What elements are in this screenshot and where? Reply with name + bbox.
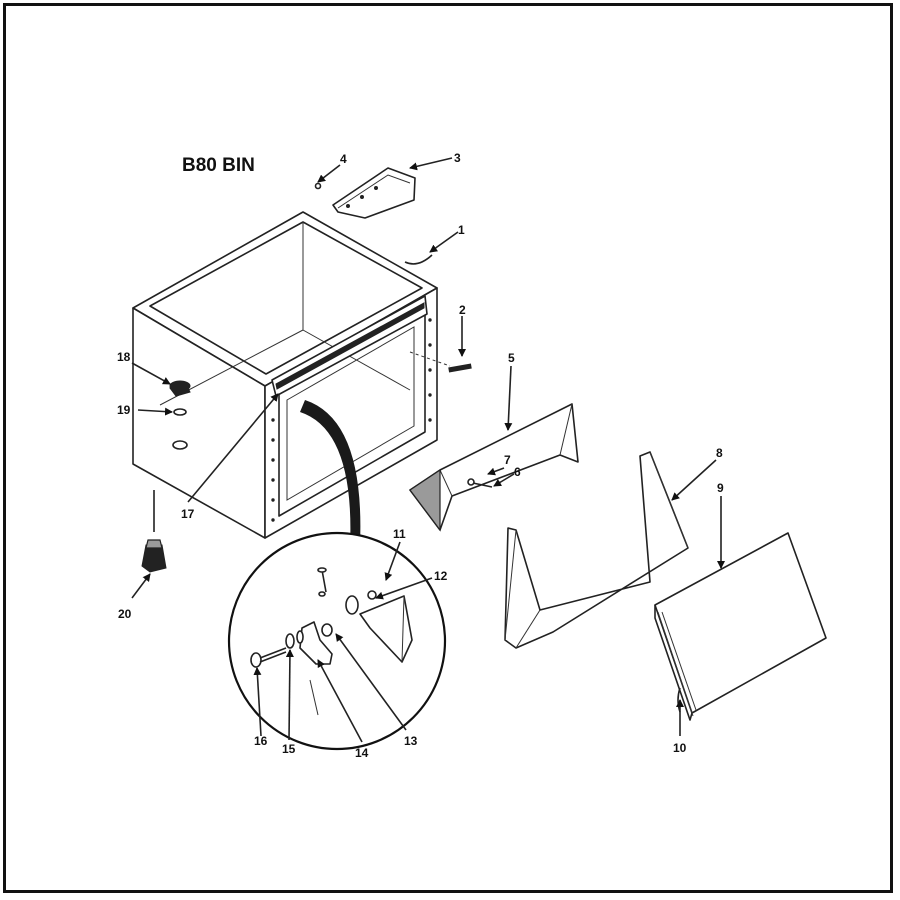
hinge-detail [227,531,447,751]
callout-labels: 1 2 3 4 5 6 7 8 9 10 11 12 13 14 15 16 1… [117,151,724,760]
callout-4: 4 [340,152,347,166]
callout-19: 19 [117,403,131,417]
part-1-clip [404,254,433,265]
part-4-screw [314,182,322,190]
callout-leaders [131,157,725,743]
callout-5: 5 [508,351,515,365]
bin-cabinet [132,211,438,539]
callout-15: 15 [282,742,296,756]
callout-8: 8 [716,446,723,460]
callout-1: 1 [458,223,465,237]
part-2-pin [448,363,472,373]
part-6-7-pin [467,478,493,488]
callout-14: 14 [355,746,369,760]
detail-leader-band [300,400,361,548]
part-3-deflector [332,167,416,219]
callout-17: 17 [181,507,195,521]
callout-9: 9 [717,481,724,495]
part-19-washer [173,408,187,416]
callout-11: 11 [393,527,406,541]
callout-10: 10 [673,741,687,755]
callout-18: 18 [117,350,131,364]
callout-20: 20 [118,607,132,621]
callout-3: 3 [454,151,461,165]
part-20-leg [141,490,167,573]
part-18-knob [169,380,191,397]
callout-6: 6 [514,465,521,479]
callout-12: 12 [434,569,448,583]
callout-2: 2 [459,303,466,317]
part-5-door-deflector [409,403,579,532]
part-8-door-frame [504,451,689,649]
diagram-title: B80 BIN [182,155,255,176]
part-9-door-panel [654,532,827,721]
callout-13: 13 [404,734,418,748]
callout-16: 16 [254,734,268,748]
callout-7: 7 [504,453,511,467]
